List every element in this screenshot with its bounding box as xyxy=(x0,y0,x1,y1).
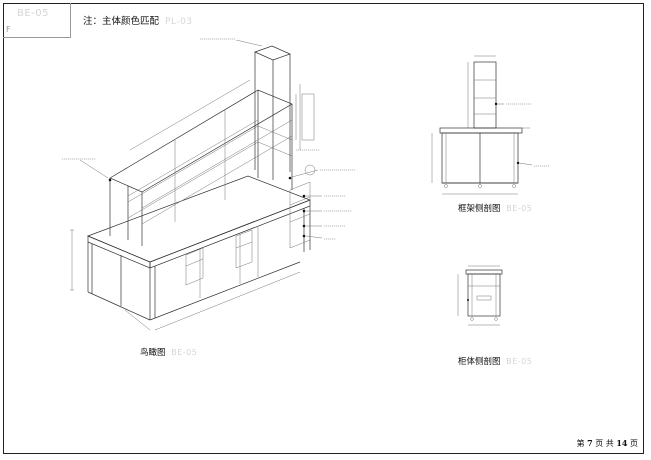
birdseye-drawing: . xyxy=(62,36,356,331)
color-note-text: 注：主体颜色匹配 xyxy=(83,16,160,27)
frame-section-drawing xyxy=(431,55,550,195)
page-mid: 页 共 xyxy=(595,439,614,448)
cabinet-section-label-text: 柜体侧剖图 xyxy=(458,357,501,367)
current-page: 7 xyxy=(587,438,593,448)
frame-section-label-text: 框架侧剖图 xyxy=(458,204,501,214)
sheet-subcode: F xyxy=(6,25,12,34)
cabinet-section-code: BE-05 xyxy=(506,357,533,366)
frame-section-label: 框架侧剖图 BE-05 xyxy=(458,202,532,214)
birdseye-label-text: 鸟瞰图 xyxy=(140,348,166,358)
birdseye-label: 鸟瞰图 BE-05 xyxy=(140,346,197,358)
cabinet-section-label: 柜体侧剖图 BE-05 xyxy=(458,355,532,367)
frame-section-code: BE-05 xyxy=(506,204,533,213)
color-note: 注：主体颜色匹配 PL-03 xyxy=(83,13,193,27)
page-suffix: 页 xyxy=(630,439,638,448)
cabinet-section-drawing xyxy=(457,265,503,326)
color-note-code: PL-03 xyxy=(165,17,193,27)
birdseye-code: BE-05 xyxy=(171,348,198,357)
sheet-code-cell: BE-05 F xyxy=(3,3,71,38)
total-pages: 14 xyxy=(616,438,628,448)
page-prefix: 第 xyxy=(576,439,585,448)
page-number: 第 7 页 共 14 页 xyxy=(577,438,638,449)
sheet-code: BE-05 xyxy=(17,8,50,19)
drawing-frame xyxy=(3,3,644,454)
